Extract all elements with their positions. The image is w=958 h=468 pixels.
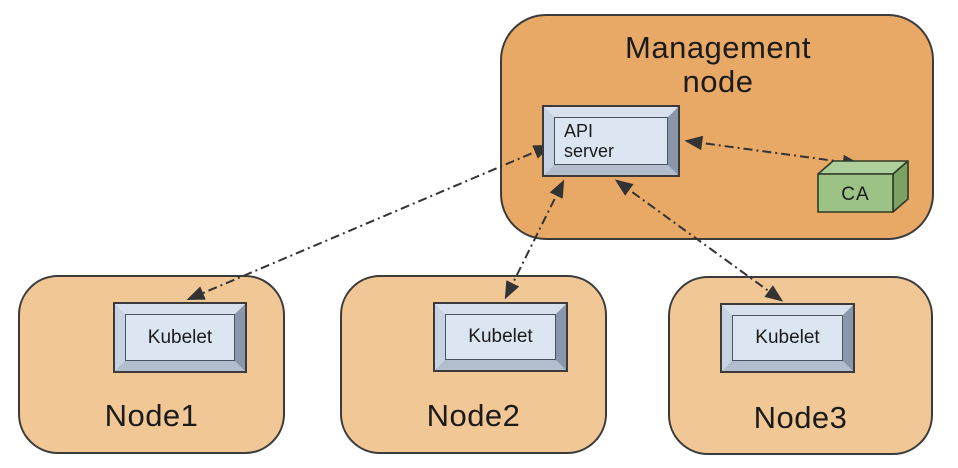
kubelet-node3-bevel: Kubelet bbox=[722, 305, 853, 371]
kubelet-node2-bevel: Kubelet bbox=[435, 304, 566, 370]
kubelet-node1-label: Kubelet bbox=[125, 314, 235, 361]
kubelet-node1-bevel: Kubelet bbox=[115, 304, 245, 371]
node2-title: Node2 bbox=[426, 398, 521, 433]
management-node-title: Management node bbox=[625, 30, 811, 99]
node1-title: Node1 bbox=[104, 398, 199, 433]
kubelet-node1-box: Kubelet bbox=[113, 302, 247, 373]
api-server-bevel: API server bbox=[544, 107, 678, 175]
ca-label: CA bbox=[841, 184, 870, 205]
api-server-box: API server bbox=[542, 105, 680, 177]
kubelet-node2-label: Kubelet bbox=[445, 314, 556, 360]
kubelet-node3-box: Kubelet bbox=[720, 303, 855, 373]
api-server-label: API server bbox=[554, 117, 668, 165]
node3-title: Node3 bbox=[753, 400, 848, 435]
kubelet-node2-box: Kubelet bbox=[433, 302, 568, 372]
kubelet-node3-label: Kubelet bbox=[732, 315, 843, 361]
